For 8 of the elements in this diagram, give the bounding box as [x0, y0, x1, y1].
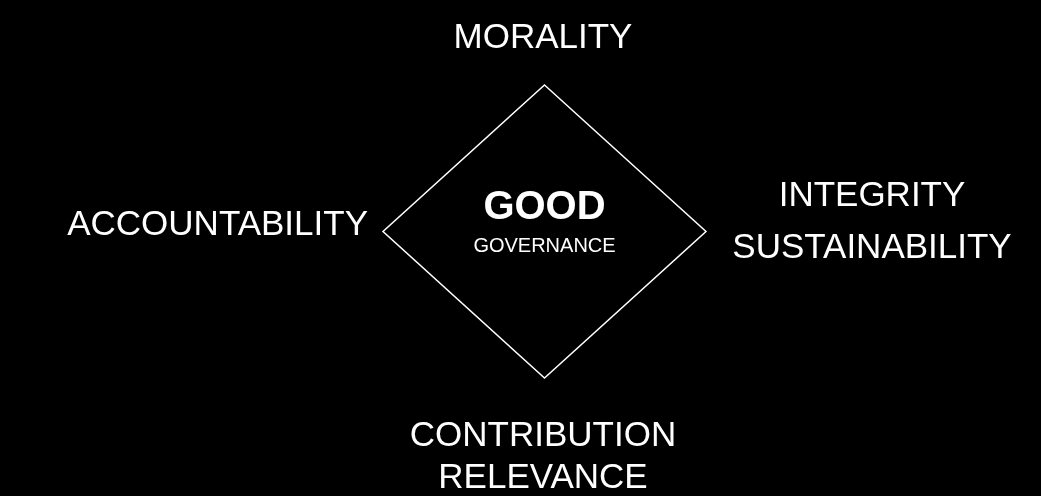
- label-text: INTEGRITY: [778, 176, 966, 211]
- label-text: RELEVANCE: [438, 458, 648, 493]
- subheading-text: GOVERNANCE: [473, 235, 616, 255]
- label-text: SUSTAINABILITY: [732, 228, 1012, 263]
- label-text: MORALITY: [453, 18, 633, 53]
- label-text: ACCOUNTABILITY: [67, 205, 368, 240]
- heading-text: GOOD: [483, 185, 606, 225]
- label-text: CONTRIBUTION: [409, 416, 677, 451]
